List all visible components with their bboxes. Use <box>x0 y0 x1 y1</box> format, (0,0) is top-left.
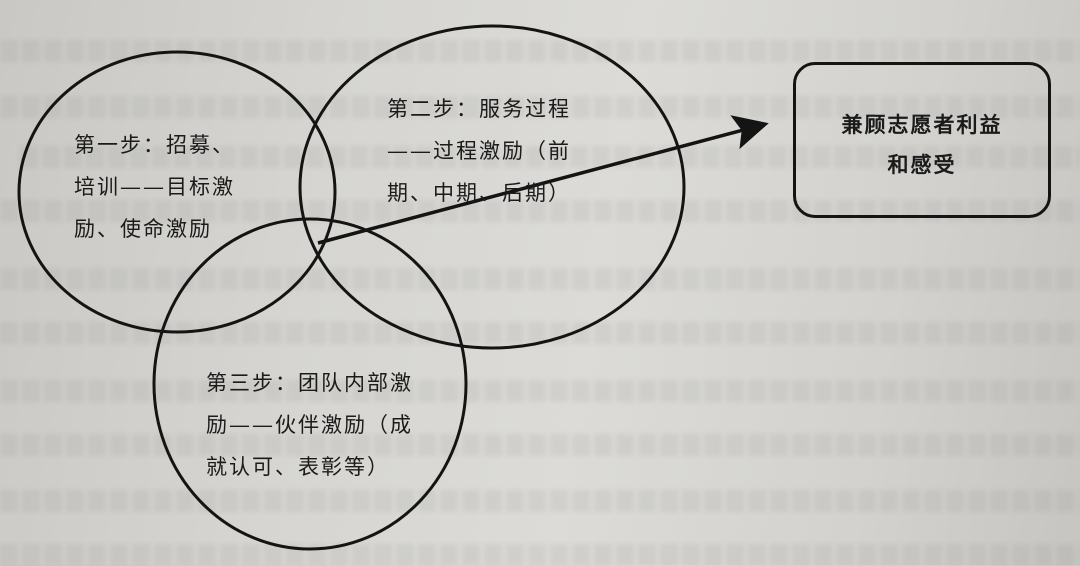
step1-label: 第一步：招募、 培训——目标激 励、使命激励 <box>74 124 235 250</box>
step2-line-2: ——过程激励（前 <box>387 139 571 163</box>
step1-line-3: 励、使命激励 <box>74 217 212 241</box>
result-label: 兼顾志愿者利益 和感受 <box>796 105 1048 185</box>
step1-line-2: 培训——目标激 <box>74 175 235 199</box>
step2-circle <box>298 24 686 350</box>
result-line-1: 兼顾志愿者利益 <box>841 112 1003 137</box>
step2-line-1: 第二步：服务过程 <box>387 97 571 121</box>
flow-arrow <box>317 115 769 245</box>
step3-circle <box>152 217 468 551</box>
step3-label: 第三步：团队内部激 励——伙伴激励（成 就认可、表彰等） <box>206 362 413 488</box>
step1-circle <box>17 50 337 334</box>
result-box: 兼顾志愿者利益 和感受 <box>793 62 1051 218</box>
step2-line-3: 期、中期、后期） <box>387 181 571 205</box>
step2-label: 第二步：服务过程 ——过程激励（前 期、中期、后期） <box>387 88 571 214</box>
step3-line-2: 励——伙伴激励（成 <box>206 413 413 437</box>
step1-line-1: 第一步：招募、 <box>74 133 235 157</box>
step3-line-3: 就认可、表彰等） <box>206 455 390 479</box>
result-line-2: 和感受 <box>887 152 957 177</box>
step3-line-1: 第三步：团队内部激 <box>206 371 413 395</box>
